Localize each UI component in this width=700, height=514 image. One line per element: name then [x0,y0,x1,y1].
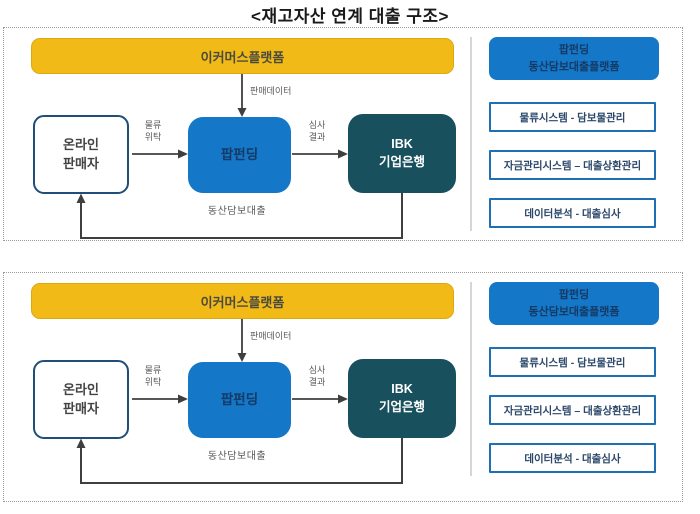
ecommerce-platform-label: 이커머스플랫폼 [200,49,285,65]
collateral-loan-label: 동산담보대출 [207,206,267,217]
platform-header-label: 팝펀딩 동산담보대출플랫폼 [528,44,620,73]
popfunding-box: 팝펀딩 [188,117,291,193]
system-box-logistics: 물류시스템 - 담보물관리 [489,347,656,377]
review-arrow-icon [292,394,348,404]
collateral-loan-label: 동산담보대출 [207,451,267,462]
platform-header-box: 팝펀딩 동산담보대출플랫폼 [489,37,659,80]
sales-data-arrow-icon [237,74,247,117]
system-box-data-analysis: 데이터분석 - 대출심사 [489,198,656,228]
loan-feedback-arrow-icon [76,438,403,484]
logistics-arrow-icon [132,149,188,159]
online-seller-box: 온라인 판매자 [33,360,129,439]
system-box-data-analysis-label: 데이터분석 - 대출심사 [524,452,621,465]
popfunding-label: 팝펀딩 [220,146,259,162]
system-box-data-analysis-label: 데이터분석 - 대출심사 [524,207,621,220]
system-box-funds-label: 자금관리시스템 – 대출상환관리 [503,159,642,172]
vertical-divider [470,37,472,231]
ibk-bank-box: IBK 기업은행 [348,359,456,438]
ecommerce-platform-label: 이커머스플랫폼 [200,294,285,310]
diagram-title: <재고자산 연계 대출 구조> [251,7,449,26]
platform-header-label: 팝펀딩 동산담보대출플랫폼 [528,289,620,318]
ibk-bank-label: IBK 기업은행 [378,137,425,169]
sales-data-label: 판매데이터 [250,86,292,96]
ibk-bank-box: IBK 기업은행 [348,114,456,193]
online-seller-label: 온라인 판매자 [63,137,99,171]
system-box-funds-label: 자금관리시스템 – 대출상환관리 [503,404,642,417]
top-structure-panel: 이커머스플랫폼 판매데이터 온라인 판매자 물류 위탁 팝펀딩 심사 결과 IB… [3,27,683,241]
sales-data-arrow-icon [237,319,247,362]
vertical-divider [470,282,472,476]
review-arrow-icon [292,149,348,159]
logistics-consignment-label: 물류 위탁 [144,120,162,142]
bottom-structure-panel: 이커머스플랫폼 판매데이터 온라인 판매자 물류 위탁 팝펀딩 심사 결과 IB… [3,272,683,502]
system-box-funds: 자금관리시스템 – 대출상환관리 [489,395,656,425]
system-box-funds: 자금관리시스템 – 대출상환관리 [489,150,656,180]
system-box-logistics: 물류시스템 - 담보물관리 [489,102,656,132]
logistics-arrow-icon [132,394,188,404]
system-box-logistics-label: 물류시스템 - 담보물관리 [519,111,626,124]
system-box-logistics-label: 물류시스템 - 담보물관리 [519,356,626,369]
online-seller-label: 온라인 판매자 [63,382,99,416]
ecommerce-platform-box: 이커머스플랫폼 [31,283,454,319]
loan-feedback-arrow-icon [76,193,403,239]
review-result-label: 심사 결과 [308,120,326,142]
logistics-consignment-label: 물류 위탁 [144,365,162,387]
system-box-data-analysis: 데이터분석 - 대출심사 [489,443,656,473]
online-seller-box: 온라인 판매자 [33,115,129,194]
popfunding-label: 팝펀딩 [220,391,259,407]
platform-header-box: 팝펀딩 동산담보대출플랫폼 [489,282,659,325]
review-result-label: 심사 결과 [308,365,326,387]
popfunding-box: 팝펀딩 [188,362,291,438]
sales-data-label: 판매데이터 [250,331,292,341]
ibk-bank-label: IBK 기업은행 [378,382,425,414]
ecommerce-platform-box: 이커머스플랫폼 [31,38,454,74]
